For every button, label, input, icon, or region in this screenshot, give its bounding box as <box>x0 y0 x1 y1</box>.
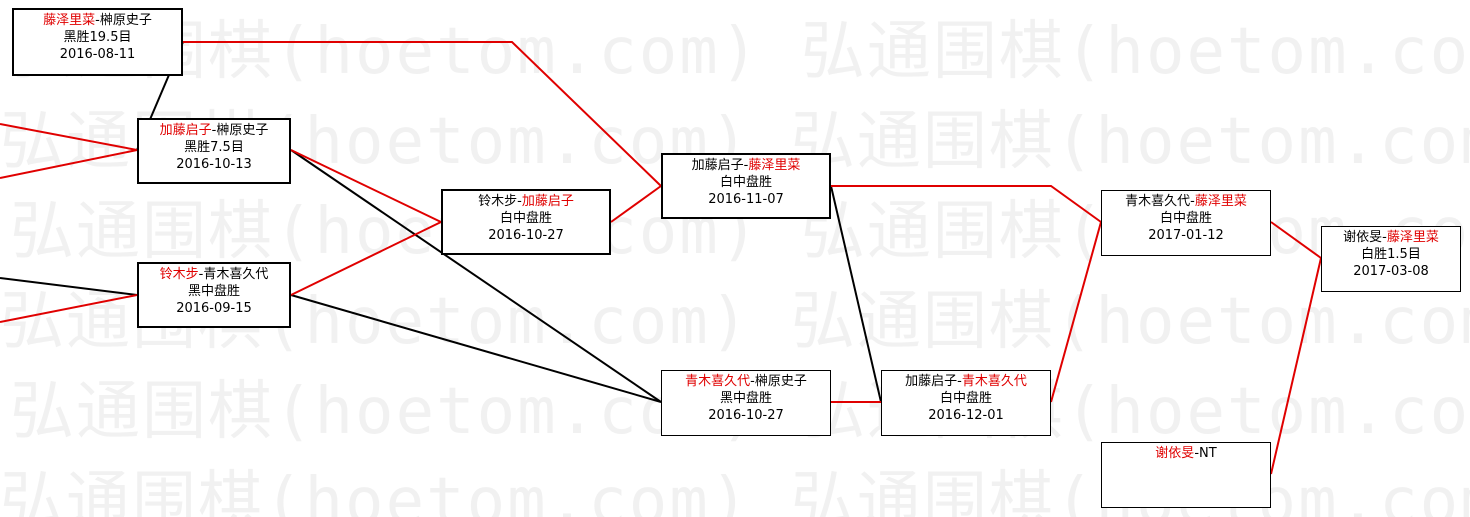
bracket-line <box>290 221 442 296</box>
game-date: 2016-10-13 <box>176 157 252 172</box>
white-player: 榊原史子 <box>216 123 269 138</box>
white-player: 青木喜久代 <box>961 374 1027 389</box>
game-box[interactable]: 青木喜久代-榊原史子 黑中盘胜 2016-10-27 <box>661 370 831 436</box>
game-box[interactable]: 藤泽里菜-榊原史子 黑胜19.5目 2016-08-11 <box>12 8 183 76</box>
bracket-line <box>290 294 662 403</box>
bracket-line <box>0 149 138 179</box>
black-player: 铃木步 <box>159 267 199 282</box>
bracket-line <box>0 123 138 151</box>
bracket-line <box>0 294 138 323</box>
game-date: 2016-10-27 <box>488 228 564 243</box>
game-players: 铃木步-青木喜久代 <box>159 267 269 282</box>
game-box[interactable]: 谢依旻-藤泽里菜 白胜1.5目 2017-03-08 <box>1321 226 1461 292</box>
game-date: 2016-08-11 <box>59 47 136 62</box>
game-players: 加藤启子-藤泽里菜 <box>691 158 801 173</box>
game-box[interactable]: 谢依旻-NT <box>1101 442 1271 508</box>
game-date: 2016-11-07 <box>708 192 784 207</box>
game-players: 青木喜久代-藤泽里菜 <box>1125 194 1247 209</box>
game-result: 黑胜7.5目 <box>184 140 244 155</box>
bracket-line <box>1270 221 1322 259</box>
game-result: 黑胜19.5目 <box>63 30 132 45</box>
game-result: 白中盘胜 <box>939 391 992 406</box>
game-box[interactable]: 铃木步-加藤启子 白中盘胜 2016-10-27 <box>441 189 611 255</box>
black-player: 谢依旻 <box>1155 446 1195 461</box>
game-box[interactable]: 铃木步-青木喜久代 黑中盘胜 2016-09-15 <box>137 262 291 328</box>
game-box[interactable]: 青木喜久代-藤泽里菜 白中盘胜 2017-01-12 <box>1101 190 1271 256</box>
game-box[interactable]: 加藤启子-藤泽里菜 白中盘胜 2016-11-07 <box>661 153 831 219</box>
game-players: 藤泽里菜-榊原史子 <box>43 13 152 28</box>
white-player: 藤泽里菜 <box>1386 230 1439 245</box>
game-result: 白中盘胜 <box>719 175 772 190</box>
bracket-line <box>1050 221 1102 403</box>
game-date: 2016-10-27 <box>708 408 784 423</box>
bracket-line <box>290 149 662 403</box>
black-player: 加藤启子 <box>905 374 958 389</box>
bracket-line <box>831 185 1102 223</box>
game-date: 2016-12-01 <box>928 408 1004 423</box>
black-player: 加藤启子 <box>159 123 212 138</box>
game-box[interactable]: 加藤启子-青木喜久代 白中盘胜 2016-12-01 <box>881 370 1051 436</box>
bracket-line <box>830 185 882 403</box>
bracket-line <box>0 277 138 296</box>
bracket-line <box>610 185 662 223</box>
white-player: NT <box>1199 446 1217 461</box>
white-player: 藤泽里菜 <box>748 158 801 173</box>
black-player: 藤泽里菜 <box>43 13 96 28</box>
game-result: 白中盘胜 <box>499 211 552 226</box>
game-result: 黑中盘胜 <box>719 391 772 406</box>
game-players: 谢依旻-藤泽里菜 <box>1343 230 1439 245</box>
white-player: 榊原史子 <box>99 13 152 28</box>
watermark-text: 弘通围棋(hoetom.com) 弘通围棋(hoetom.com) 弘通围棋(h… <box>10 15 1470 89</box>
game-players: 谢依旻-NT <box>1155 446 1217 461</box>
white-player: 榊原史子 <box>754 374 807 389</box>
game-result: 白胜1.5目 <box>1361 247 1421 262</box>
game-box[interactable]: 加藤启子-榊原史子 黑胜7.5目 2016-10-13 <box>137 118 291 184</box>
game-date: 2017-03-08 <box>1353 264 1429 279</box>
game-players: 青木喜久代-榊原史子 <box>685 374 807 389</box>
black-player: 青木喜久代 <box>1125 194 1191 209</box>
game-result: 黑中盘胜 <box>187 284 240 299</box>
black-player: 加藤启子 <box>691 158 744 173</box>
black-player: 铃木步 <box>478 194 518 209</box>
game-players: 铃木步-加藤启子 <box>478 194 574 209</box>
game-players: 加藤启子-青木喜久代 <box>905 374 1027 389</box>
game-result: 白中盘胜 <box>1159 211 1212 226</box>
bracket-line <box>290 149 442 223</box>
white-player: 青木喜久代 <box>203 267 269 282</box>
black-player: 谢依旻 <box>1343 230 1383 245</box>
white-player: 藤泽里菜 <box>1194 194 1247 209</box>
white-player: 加藤启子 <box>521 194 574 209</box>
game-players: 加藤启子-榊原史子 <box>159 123 269 138</box>
bracket-line <box>1270 257 1322 475</box>
black-player: 青木喜久代 <box>685 374 751 389</box>
game-date: 2016-09-15 <box>176 301 252 316</box>
bracket-line <box>183 41 662 187</box>
game-date: 2017-01-12 <box>1148 228 1224 243</box>
